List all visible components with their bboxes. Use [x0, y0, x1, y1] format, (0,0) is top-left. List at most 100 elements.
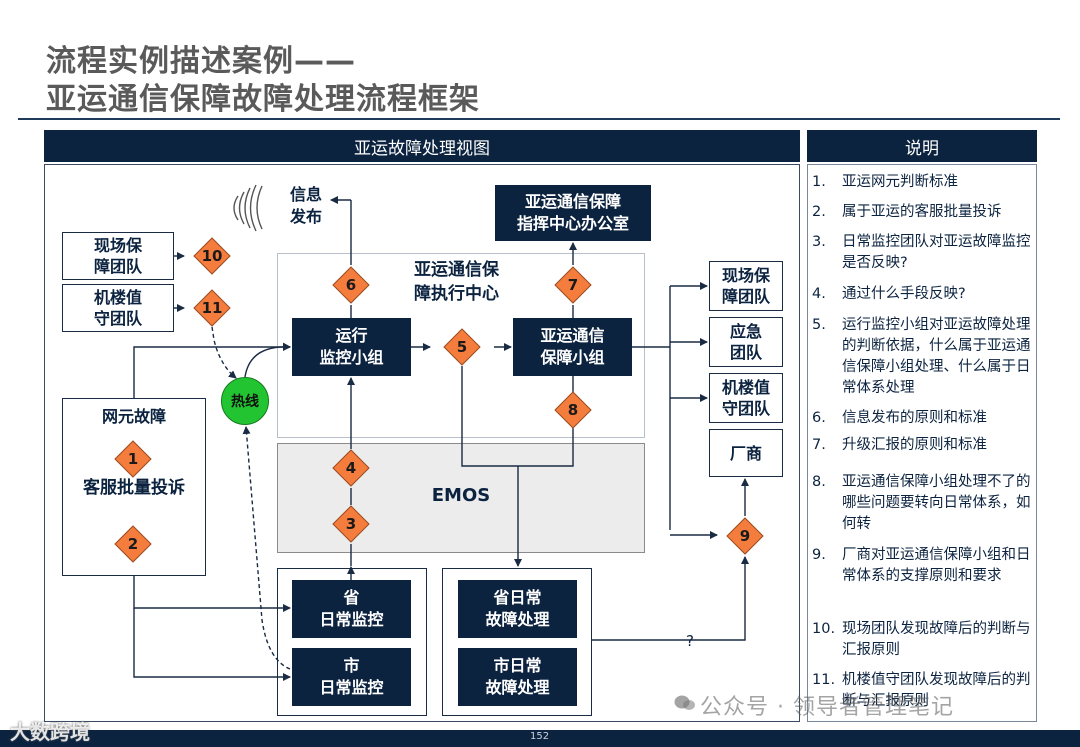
note-text: 亚运网元判断标准 [842, 174, 958, 190]
diamond-number: 2 [127, 535, 139, 553]
view-header-bar: 亚运故障处理视图 [44, 130, 800, 162]
diamond-shape [114, 440, 152, 478]
emos-region [277, 443, 645, 553]
machine-room-left-box: 机楼值守团队 [62, 284, 174, 332]
note-text: 亚运通信保障小组处理不了的哪些问题要转向日常体系，如何转 [842, 474, 1031, 532]
page-title-line2: 亚运通信保障故障处理流程框架 [46, 82, 480, 117]
note-item: 6.信息发布的原则和标准 [812, 408, 1034, 429]
machine-room-right-line2: 守团队 [721, 399, 770, 418]
emergency-team-box: 应急团队 [709, 317, 783, 367]
diamond-number: 3 [345, 515, 357, 533]
note-text: 现场团队发现故障后的判断与汇报原则 [842, 621, 1031, 658]
emergency-team-line1: 应急 [729, 322, 762, 341]
note-text: 升级汇报的原则和标准 [842, 437, 987, 453]
diamond-shape [332, 449, 370, 487]
note-item: 10. 现场团队发现故障后的判断与汇报原则 [812, 619, 1034, 661]
guarantee-group-line1: 亚运通信 [540, 326, 605, 345]
diamond-number: 7 [567, 276, 579, 294]
ops-center-label: 亚运通信保 障执行中心 [414, 258, 499, 306]
emergency-team-line2: 团队 [729, 343, 762, 362]
city-fault-line2: 故障处理 [485, 678, 550, 697]
watermark-left: 大数跨境 [10, 720, 90, 744]
diamond-number: 8 [567, 401, 579, 419]
page-number: 152 [530, 731, 550, 742]
watermark-right: 公众号 · 领导者管理笔记 [700, 695, 954, 720]
note-item: 11. 机楼值守团队发现故障后的判断与汇报原则 [812, 670, 1034, 712]
city-monitor-box: 市日常监控 [292, 648, 411, 706]
prov-fault-line1: 省日常 [493, 588, 542, 607]
monitor-group-line2: 监控小组 [319, 348, 384, 367]
guarantee-group-line2: 保障小组 [540, 348, 605, 367]
onsite-team-left-line2: 障团队 [93, 257, 142, 276]
onsite-team-left-line1: 现场保 [93, 236, 142, 255]
prov-monitor-box: 省日常监控 [292, 580, 411, 638]
city-fault-box: 市日常故障处理 [458, 648, 577, 706]
monitor-group-line1: 运行 [335, 326, 368, 345]
diamond-shape [554, 266, 592, 304]
note-number: 4. [812, 286, 826, 302]
diamond-shape [332, 266, 370, 304]
note-text: 厂商对亚运通信保障小组和日常体系的支撑原则和要求 [842, 547, 1031, 584]
note-number: 11. [812, 672, 836, 688]
diamond-shape [332, 505, 370, 543]
machine-room-right-box: 机楼值守团队 [709, 373, 783, 423]
signal-wave-icon [233, 195, 239, 221]
note-number: 10. [812, 621, 836, 637]
note-item: 4. 通过什么手段反映? [812, 284, 1034, 305]
note-item: 5.运行监控小组对亚运故障处理的判断依据，什么属于亚运通信保障小组处理、什么属于… [812, 315, 1034, 399]
onsite-team-left-box: 现场保障团队 [62, 232, 174, 280]
city-monitor-line1: 市 [343, 656, 360, 675]
note-text: 日常监控团队对亚运故障监控是否反映? [842, 234, 1031, 271]
vendor-box: 厂商 [709, 429, 783, 477]
ops-center-label-line2: 障执行中心 [414, 284, 499, 304]
title-divider [18, 118, 1060, 120]
vendor-label: 厂商 [729, 443, 762, 463]
diamond-shape [443, 328, 481, 366]
diamond-number: 1 [127, 450, 139, 468]
machine-room-left-line1: 机楼值 [93, 288, 142, 307]
question-mark: ? [686, 632, 694, 650]
note-text: 机楼值守团队发现故障后的判断与汇报原则 [842, 672, 1031, 709]
page-title-line1: 流程实例描述案例—— [46, 44, 356, 79]
onsite-team-right-line2: 障团队 [721, 287, 770, 306]
machine-room-right-line1: 机楼值 [721, 378, 770, 397]
note-item: 8. 亚运通信保障小组处理不了的哪些问题要转向日常体系，如何转 [812, 472, 1034, 535]
diamond-number: 6 [345, 276, 357, 294]
note-number: 8. [812, 474, 826, 490]
notes-panel [807, 164, 1037, 722]
notes-header-bar: 说明 [807, 130, 1037, 162]
city-monitor-line2: 日常监控 [319, 678, 384, 697]
diamond-number: 4 [345, 459, 357, 477]
diamond-number: 10 [201, 247, 223, 265]
note-item: 1.亚运网元判断标准 [812, 172, 1034, 193]
diamond-number: 11 [201, 299, 223, 317]
city-fault-line1: 市日常 [493, 656, 542, 675]
wechat-icon [674, 695, 695, 710]
command-office-box: 亚运通信保障指挥中心办公室 [495, 185, 651, 241]
emos-label: EMOS [431, 485, 491, 506]
note-item: 9.厂商对亚运通信保障小组和日常体系的支撑原则和要求 [812, 545, 1034, 587]
note-text: 信息发布的原则和标准 [842, 410, 987, 426]
note-text: 通过什么手段反映? [842, 286, 966, 302]
prov-fault-box: 省日常故障处理 [458, 580, 577, 638]
note-number: 3. [812, 234, 826, 250]
footer-bar [0, 730, 1080, 747]
diamond-number: 5 [456, 338, 468, 356]
note-text: 属于亚运的客服批量投诉 [842, 204, 1002, 220]
onsite-team-right-line1: 现场保 [721, 266, 770, 285]
diamond-shape [114, 525, 152, 563]
monitor-group-box: 运行监控小组 [292, 318, 411, 376]
diamond-shape [193, 289, 231, 327]
diamond-number: 9 [739, 527, 751, 545]
prov-monitor-line2: 日常监控 [319, 610, 384, 629]
note-item: 3. 日常监控团队对亚运故障监控是否反映? [812, 232, 1034, 274]
machine-room-left-line2: 守团队 [93, 309, 142, 328]
customer-complaint-label: 客服批量投诉 [83, 478, 185, 498]
diamond-shape [726, 517, 764, 555]
ops-center-label-line1: 亚运通信保 [414, 260, 499, 280]
note-number: 7. [812, 437, 826, 453]
note-item: 2.属于亚运的客服批量投诉 [812, 202, 1034, 223]
prov-fault-line2: 故障处理 [485, 610, 550, 629]
note-text: 运行监控小组对亚运故障处理的判断依据，什么属于亚运通信保障小组处理、什么属于日常… [842, 317, 1031, 396]
